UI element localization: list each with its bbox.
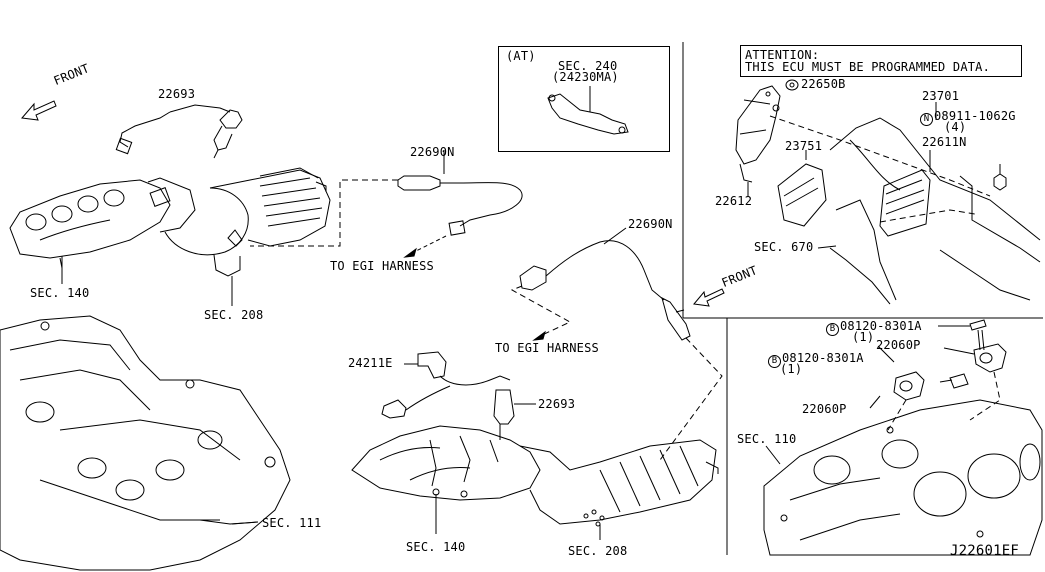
bolt-b2-number: 08120-8301A [782,351,864,365]
part-22690n-top: 22690N [410,145,455,159]
bolt-n-number: 08911-1062G [934,109,1016,123]
leader-b-bolt2 [877,345,895,363]
catalytic-converter-bottom-drawing [519,439,719,540]
part-24211e: 24211E [348,356,393,370]
knock-sensor-22060p-bottom-drawing [893,371,925,401]
bolt-b1-qty: (1) [852,330,875,344]
attention-line-1: ATTENTION: [745,48,820,62]
sec-208-bottom: SEC. 208 [568,544,628,558]
nut-08911-drawing [993,164,1007,191]
knock-dashed-guide-1 [887,399,907,431]
at-tag: (AT) [506,49,536,63]
exhaust-manifold-left-drawing [9,177,196,269]
clip-24211e-drawing [404,351,447,379]
front-arrow-left-icon [21,100,57,121]
n-circle-icon: N [920,113,933,126]
sensor-22690n-mid-drawing [519,227,691,341]
cylinder-block-drawing [763,399,1043,556]
sensor-22690n-top-drawing [397,150,523,236]
attention-line-2: THIS ECU MUST BE PROGRAMMED DATA. [745,60,991,74]
harness-note-lower: TO EGI HARNESS [495,341,599,355]
harness-arrow-lower-icon [532,330,546,341]
part-22060p-bottom: 22060P [802,402,847,416]
part-22612: 22612 [715,194,753,208]
sec-110: SEC. 110 [737,432,797,446]
sec-140-bottom: SEC. 140 [406,540,466,554]
at-variant-box [498,46,670,152]
sensor-22693-bottom-drawing [381,375,536,440]
ecu-cover-23751-drawing [777,150,827,227]
attention-box [740,45,1022,77]
leader-22060p-bottom [869,395,881,409]
part-22060p-top: 22060P [876,338,921,352]
front-arrow-right-icon [693,288,725,307]
ecu-dashed-guide [769,115,991,197]
washer-22650b-drawing [785,79,799,91]
leader-sec110 [765,445,781,465]
part-23751: 23751 [785,139,823,153]
b-circle-icon: B [826,323,839,336]
harness-note-upper: TO EGI HARNESS [330,259,434,273]
dashed-guide-mid [510,285,572,337]
exhaust-manifold-bottom-drawing [351,425,541,534]
b-circle-icon: B [768,355,781,368]
leader-22060p-top [943,347,975,355]
part-22690n-mid: 22690N [628,217,673,231]
ecu-module-23701-drawing [879,150,931,237]
sec-140-top: SEC. 140 [30,286,90,300]
sec-240: SEC. 240 [558,59,618,73]
bolt-b1-number: 08120-8301A [840,319,922,333]
dashed-guide-top [250,179,398,247]
leader-sec111 [231,521,259,525]
part-22693-bottom: 22693 [538,397,576,411]
sec-111: SEC. 111 [262,516,322,530]
knock-sensor-22060p-top-drawing [973,343,1007,373]
bolt-b2-qty: (1) [780,362,803,376]
part-22650b: 22650B [801,77,846,91]
sec-208-top: SEC. 208 [204,308,264,322]
dashed-guide-lower-right [659,337,723,461]
diagram-id-code: J22601EF [950,543,1020,559]
knock-dashed-guide-2 [969,371,1001,421]
ecu-dashed-guide-2 [879,209,976,223]
bolt-bottom-drawing [939,373,969,389]
catalytic-converter-top-drawing [164,167,331,277]
sec-670: SEC. 670 [754,240,814,254]
harness-arrow-upper-icon [403,247,417,258]
sec-240-sub: (24230MA) [552,70,619,84]
bolt-n-qty: (4) [944,120,967,134]
sensor-22693-top-drawing [115,104,243,159]
leader-sec670 [817,245,837,249]
at-bracket-drawing [547,86,629,135]
engine-block-left-drawing [0,315,291,571]
ecu-bracket-22612-drawing [735,85,781,196]
part-22611n: 22611N [922,135,967,149]
part-23701: 23701 [922,89,960,103]
part-22693-top: 22693 [158,87,196,101]
bolt-top-drawing [969,319,987,351]
